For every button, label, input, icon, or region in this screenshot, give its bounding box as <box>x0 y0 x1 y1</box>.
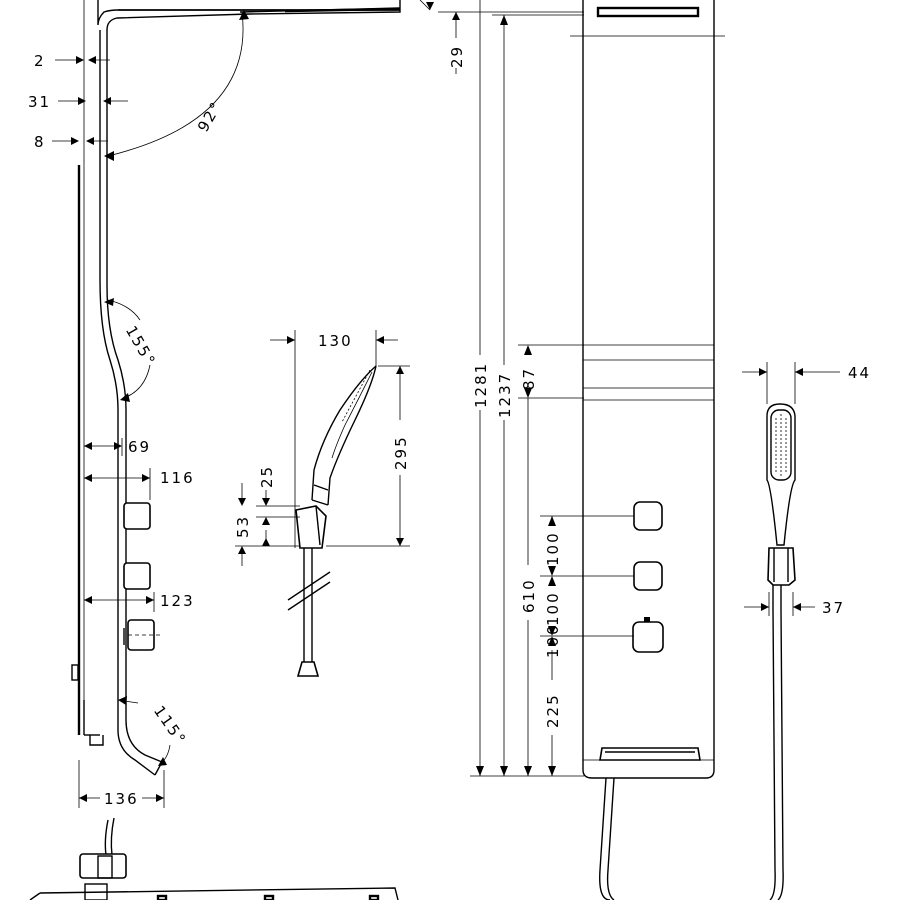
dim-1281: 1281 <box>472 362 490 408</box>
top-view <box>29 817 399 900</box>
hand-shower-dimensions: 130 295 25 53 <box>234 330 410 566</box>
dim-2: 2 <box>34 52 46 70</box>
side-knob-2 <box>123 562 151 590</box>
front-view-dimensions: 29 1281 1237 87 610 <box>419 0 871 777</box>
angle-155: 155° <box>122 323 160 370</box>
front-knob-3 <box>632 621 664 653</box>
dim-8: 8 <box>34 133 46 151</box>
dim-69: 69 <box>128 438 151 456</box>
side-knob-1 <box>123 502 151 530</box>
angle-92: 92° <box>194 98 226 135</box>
dim-87: 87 <box>520 367 538 390</box>
hand-shower-side <box>287 365 377 677</box>
dim-295: 295 <box>392 435 410 470</box>
front-view <box>570 0 784 900</box>
dim-37: 37 <box>822 599 845 617</box>
dim-29: 29 <box>448 45 466 68</box>
dim-123: 123 <box>160 592 195 610</box>
dim-116: 116 <box>160 469 195 487</box>
dim-100-a: 100 <box>544 531 562 566</box>
dim-136: 136 <box>104 790 139 808</box>
dim-1237: 1237 <box>496 372 514 418</box>
side-view <box>71 0 401 776</box>
dim-44: 44 <box>848 364 871 382</box>
dim-25: 25 <box>258 465 276 488</box>
front-knob-2 <box>633 561 663 591</box>
front-knob-1 <box>633 501 663 531</box>
dim-53: 53 <box>234 515 252 538</box>
hand-shower-front <box>766 403 796 610</box>
dim-100-c: 100 <box>544 623 562 658</box>
dim-100-b: 100 <box>544 591 562 626</box>
dim-610: 610 <box>520 578 538 613</box>
angle-115: 115° <box>150 702 190 748</box>
side-view-dimensions: 2 31 8 92° 155° 69 116 <box>28 10 249 808</box>
dim-130: 130 <box>318 332 353 350</box>
dim-31: 31 <box>28 93 51 111</box>
dim-225: 225 <box>544 693 562 728</box>
